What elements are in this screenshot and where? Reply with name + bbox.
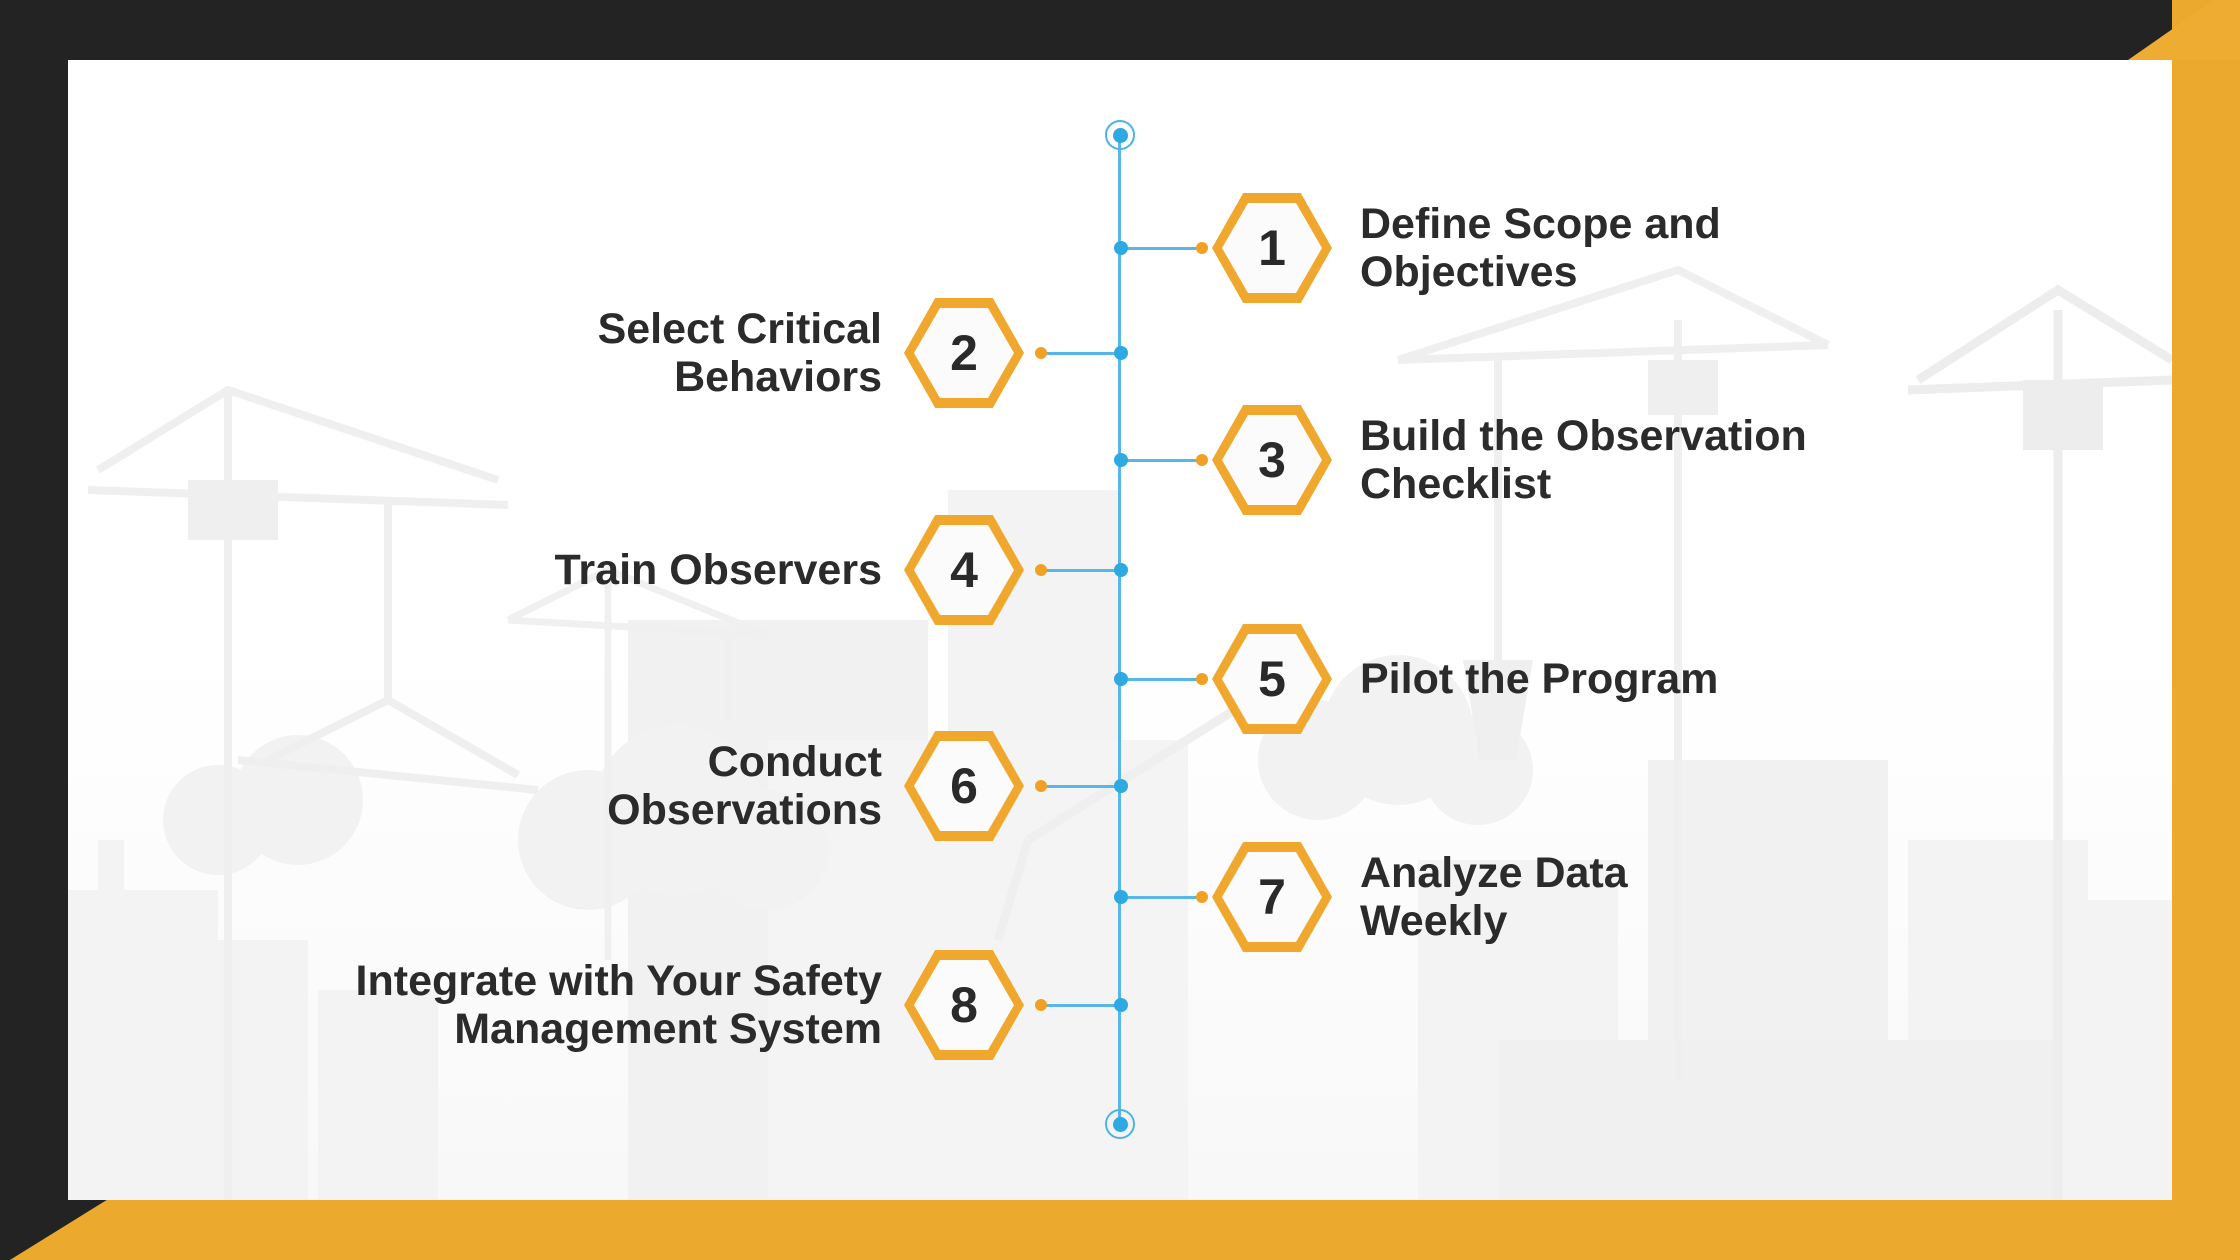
right-yellow-band <box>2172 0 2240 1260</box>
step-number: 7 <box>1258 869 1286 925</box>
step-number: 4 <box>950 542 978 598</box>
timeline-start-node <box>1105 120 1135 150</box>
branch-line <box>1120 895 1198 899</box>
step-label: Select Critical Behaviors <box>597 305 882 401</box>
step-label: Pilot the Program <box>1360 655 1719 703</box>
branch-line <box>1120 458 1198 462</box>
branch-orange-dot <box>1035 564 1047 576</box>
branch-blue-dot <box>1114 890 1128 904</box>
step-number: 5 <box>1258 651 1286 707</box>
step-hexagon-inner: 1 <box>1222 203 1322 293</box>
branch-orange-dot <box>1196 454 1208 466</box>
step-hexagon-inner: 8 <box>914 960 1014 1050</box>
timeline-end-dot <box>1112 1116 1128 1132</box>
branch-line <box>1044 568 1120 572</box>
branch-line <box>1120 677 1198 681</box>
branch-orange-dot <box>1196 242 1208 254</box>
branch-blue-dot <box>1114 453 1128 467</box>
step-label: Analyze Data Weekly <box>1360 849 1628 945</box>
branch-blue-dot <box>1114 241 1128 255</box>
timeline-vertical-line <box>1118 134 1121 1123</box>
step-number: 2 <box>950 325 978 381</box>
branch-orange-dot <box>1035 347 1047 359</box>
branch-blue-dot <box>1114 998 1128 1012</box>
step-label: Integrate with Your Safety Management Sy… <box>355 957 882 1053</box>
step-label: Build the Observation Checklist <box>1360 412 1807 508</box>
branch-blue-dot <box>1114 346 1128 360</box>
step-number: 6 <box>950 758 978 814</box>
step-number: 8 <box>950 977 978 1033</box>
bottom-yellow-band <box>0 1200 2240 1260</box>
branch-blue-dot <box>1114 672 1128 686</box>
branch-orange-dot <box>1196 891 1208 903</box>
step-hexagon-inner: 7 <box>1222 852 1322 942</box>
step-label: Conduct Observations <box>607 738 882 834</box>
step-label: Define Scope and Objectives <box>1360 200 1721 296</box>
step-hexagon-inner: 6 <box>914 741 1014 831</box>
branch-blue-dot <box>1114 563 1128 577</box>
step-hexagon-inner: 2 <box>914 308 1014 398</box>
branch-line <box>1044 1003 1120 1007</box>
timeline-end-node <box>1105 1109 1135 1139</box>
branch-orange-dot <box>1196 673 1208 685</box>
step-hexagon-inner: 5 <box>1222 634 1322 724</box>
branch-orange-dot <box>1035 999 1047 1011</box>
step-label: Train Observers <box>554 546 882 594</box>
step-hexagon-inner: 4 <box>914 525 1014 615</box>
step-number: 1 <box>1258 220 1286 276</box>
step-number: 3 <box>1258 432 1286 488</box>
branch-line <box>1120 246 1198 250</box>
branch-line <box>1044 351 1120 355</box>
branch-line <box>1044 784 1120 788</box>
timeline-start-dot <box>1112 127 1128 143</box>
branch-orange-dot <box>1035 780 1047 792</box>
step-hexagon-inner: 3 <box>1222 415 1322 505</box>
branch-blue-dot <box>1114 779 1128 793</box>
